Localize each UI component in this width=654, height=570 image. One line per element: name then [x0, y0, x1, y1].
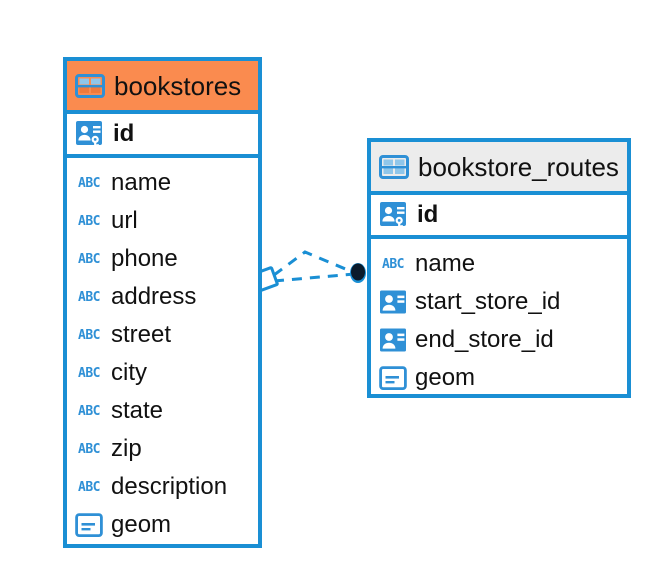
field-row[interactable]: ABC state — [75, 392, 250, 430]
geometry-icon — [75, 513, 103, 537]
relationship-connector[interactable] — [250, 235, 380, 310]
field-label: url — [111, 207, 138, 234]
field-label: name — [415, 250, 476, 277]
abc-text-icon: ABC — [78, 479, 100, 495]
primary-key-icon — [380, 202, 406, 229]
table-icon — [379, 154, 409, 179]
relationship-line-lower — [273, 272, 356, 283]
field-list-bookstore-routes: ABC name start_store_id — [371, 239, 627, 405]
field-label: street — [111, 321, 172, 348]
foreign-key-icon — [380, 328, 406, 352]
field-row[interactable]: ABC url — [75, 202, 250, 240]
field-row[interactable]: ABC street — [75, 316, 250, 354]
field-label: geom — [415, 364, 476, 391]
entity-title: bookstores — [114, 70, 242, 101]
entity-bookstores[interactable]: bookstores id ABC name ABC — [63, 57, 262, 548]
field-row[interactable]: ABC address — [75, 278, 250, 316]
abc-text-icon: ABC — [78, 251, 100, 267]
field-row[interactable]: ABC name — [75, 164, 250, 202]
field-label: phone — [111, 245, 178, 272]
field-row[interactable]: geom — [379, 359, 619, 397]
field-label: state — [111, 397, 164, 424]
entity-header-bookstore-routes[interactable]: bookstore_routes — [371, 142, 627, 191]
entity-title: bookstore_routes — [418, 151, 619, 182]
field-row[interactable]: start_store_id — [379, 283, 619, 321]
circle-marker — [350, 263, 366, 283]
field-label: id — [417, 201, 439, 228]
field-label: address — [111, 283, 197, 310]
field-row[interactable]: ABC phone — [75, 240, 250, 278]
relationship-line-upper — [273, 250, 356, 277]
field-row[interactable]: end_store_id — [379, 321, 619, 359]
field-label: start_store_id — [415, 288, 561, 315]
abc-text-icon: ABC — [78, 175, 100, 191]
abc-text-icon: ABC — [78, 289, 100, 305]
abc-text-icon: ABC — [78, 213, 100, 229]
field-label: id — [113, 120, 135, 147]
abc-text-icon: ABC — [78, 327, 100, 343]
field-label: city — [111, 359, 147, 386]
abc-text-icon: ABC — [382, 256, 404, 272]
field-row-primary-key[interactable]: id — [67, 110, 258, 158]
entity-bookstore-routes[interactable]: bookstore_routes id ABC name — [367, 138, 631, 398]
primary-key-icon — [76, 121, 102, 148]
field-row[interactable]: ABC name — [379, 245, 619, 283]
field-label: description — [111, 473, 228, 500]
abc-text-icon: ABC — [78, 403, 100, 419]
field-row-primary-key[interactable]: id — [371, 191, 627, 239]
abc-text-icon: ABC — [78, 365, 100, 381]
field-row[interactable]: ABC description — [75, 468, 250, 506]
field-row[interactable]: geom — [75, 506, 250, 544]
foreign-key-icon — [380, 290, 406, 314]
field-label: zip — [111, 435, 142, 462]
field-row[interactable]: ABC city — [75, 354, 250, 392]
field-row[interactable]: ABC zip — [75, 430, 250, 468]
table-icon — [75, 73, 105, 98]
field-list-bookstores: ABC name ABC url ABC phone ABC address A… — [67, 158, 258, 552]
field-label: end_store_id — [415, 326, 554, 353]
field-label: name — [111, 169, 172, 196]
field-label: geom — [111, 511, 172, 538]
entity-header-bookstores[interactable]: bookstores — [67, 61, 258, 110]
geometry-icon — [379, 366, 407, 390]
abc-text-icon: ABC — [78, 441, 100, 457]
